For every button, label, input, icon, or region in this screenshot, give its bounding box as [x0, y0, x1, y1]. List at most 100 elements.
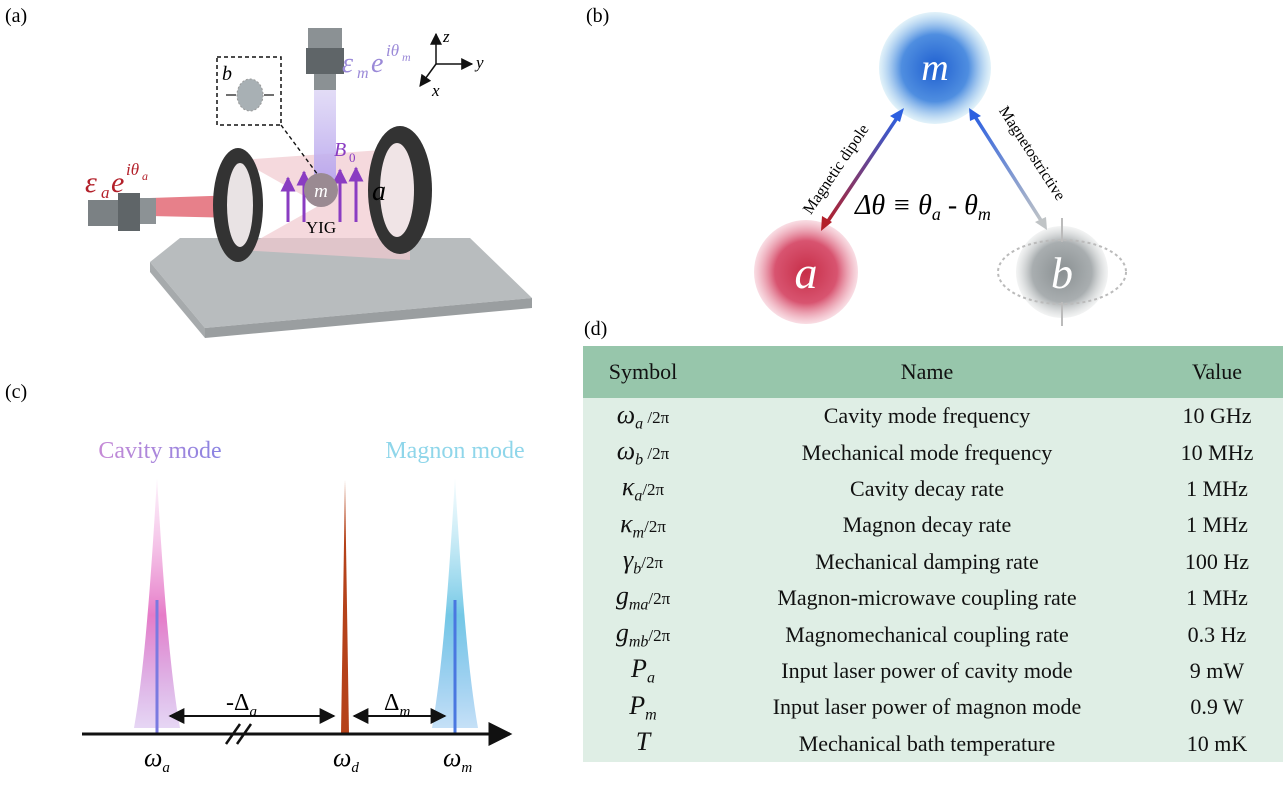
- symbol-cell: κm/2π: [583, 507, 703, 543]
- value-cell: 10 GHz: [1182, 403, 1252, 429]
- value-cell: 1 MHz: [1186, 475, 1248, 501]
- cavity-mode-label: a: [372, 176, 386, 207]
- symbol-cell: ωa /2π: [583, 398, 703, 434]
- symbol-subscript: ma: [628, 596, 649, 614]
- base-plate: [150, 238, 532, 338]
- yig-label: YIG: [306, 218, 336, 237]
- magnon-drive-source: [306, 28, 344, 90]
- name-cell: Magnon decay rate: [842, 512, 1012, 538]
- symbol-tail: /2π: [641, 553, 664, 573]
- axis-x-label: x: [431, 81, 440, 100]
- axis-break: [224, 723, 253, 745]
- symbol-main: κ: [620, 508, 633, 538]
- value-cell: 100 Hz: [1184, 548, 1250, 574]
- svg-text:m: m: [402, 50, 411, 64]
- value-cell: 9 mW: [1189, 657, 1245, 683]
- right-mirror: [368, 126, 432, 254]
- symbol-main: γ: [622, 545, 634, 575]
- svg-text:ε: ε: [85, 166, 97, 199]
- detuning-a-label: -Δa: [226, 690, 257, 720]
- edge-right-arrow-up: [969, 108, 981, 121]
- phonon-label: b: [222, 63, 232, 85]
- panel-label-a: (a): [5, 5, 27, 27]
- symbol-main: ω: [616, 399, 636, 429]
- node-b-label: b: [1051, 249, 1073, 298]
- name-cell: Magnon-microwave coupling rate: [777, 585, 1077, 611]
- name-cell: Mechanical bath temperature: [798, 730, 1056, 756]
- node-m: [879, 12, 991, 124]
- svg-text:e: e: [371, 48, 383, 79]
- symbol-main: g: [615, 581, 629, 611]
- symbol-cell: gma/2π: [583, 580, 703, 616]
- detuning-m-label: Δm: [384, 690, 410, 720]
- phase-difference-label: Δθ ≡ θa - θm: [854, 190, 991, 224]
- table-row: γb/2π Mechanical damping rate 100 Hz: [583, 544, 1283, 580]
- axis-triad: [419, 32, 474, 87]
- left-mirror: [213, 148, 263, 262]
- panel-label-b: (b): [586, 5, 609, 27]
- symbol-main: P: [631, 654, 647, 684]
- table-header-row: Symbol Name Value: [583, 346, 1283, 398]
- header-value: Value: [1191, 359, 1243, 384]
- svg-text:0: 0: [349, 150, 356, 165]
- edge-right-arrow-down: [1035, 217, 1047, 230]
- node-a: [754, 220, 858, 324]
- value-cell: 1 MHz: [1186, 585, 1248, 611]
- cavity-drive-label: ε a e iθ a: [85, 160, 148, 202]
- svg-text:e: e: [111, 166, 124, 199]
- symbol-cell: γb/2π: [583, 544, 703, 580]
- symbol-subscript: m: [632, 524, 645, 542]
- symbol-cell: Pa: [583, 653, 703, 689]
- header-symbol: Symbol: [608, 359, 678, 384]
- yig-sphere: [304, 173, 338, 207]
- edge-left-arrow-down: [821, 216, 832, 231]
- symbol-subscript: m: [645, 706, 657, 724]
- svg-text:a: a: [101, 183, 110, 202]
- symbol-tail: /2π: [644, 516, 666, 536]
- edge-magnetostrictive: [972, 114, 1044, 223]
- value-cell: 0.3 Hz: [1187, 621, 1247, 647]
- table-row: κm/2π Magnon decay rate 1 MHz: [583, 507, 1283, 543]
- name-cell: Mechanical mode frequency: [801, 439, 1053, 465]
- cavity-laser-source: [88, 193, 156, 231]
- symbol-cell: ωb /2π: [583, 434, 703, 470]
- omega-a-label: ωa: [144, 743, 170, 776]
- sphere-label: m: [314, 181, 328, 202]
- value-cell: 10 MHz: [1180, 439, 1254, 465]
- axis-z-label: z: [442, 27, 450, 46]
- symbol-cell: T: [583, 726, 703, 762]
- bias-field-arrows: [280, 166, 364, 222]
- symbol-cell: Pm: [583, 689, 703, 725]
- axis-y-label: y: [474, 53, 484, 72]
- symbol-subscript: mb: [628, 633, 649, 651]
- symbol-main: κ: [621, 472, 635, 502]
- magnon-mode-title: Magnon mode: [385, 438, 524, 464]
- symbol-subscript: b: [635, 451, 644, 469]
- name-cell: Mechanical damping rate: [815, 548, 1039, 574]
- cavity-mode-title: Cavity mode: [98, 438, 221, 464]
- bias-field-label: B 0: [334, 139, 356, 165]
- name-cell: Input laser power of magnon mode: [772, 694, 1082, 720]
- edge-left-arrow-up: [890, 108, 904, 122]
- symbol-main: g: [615, 617, 629, 647]
- table-row: gma/2π Magnon-microwave coupling rate 1 MH…: [583, 580, 1283, 616]
- name-cell: Cavity decay rate: [850, 475, 1004, 501]
- node-m-label: m: [921, 47, 948, 89]
- symbol-subscript: b: [633, 560, 642, 578]
- phonon-inset: [216, 56, 319, 176]
- edge-right-label: Magnetostrictive: [995, 103, 1068, 203]
- svg-text:B: B: [334, 139, 346, 161]
- symbol-tail: /2π: [648, 589, 671, 609]
- omega-d-label: ωd: [333, 743, 359, 776]
- value-cell: 1 MHz: [1186, 512, 1248, 538]
- svg-text:iθ: iθ: [126, 160, 139, 179]
